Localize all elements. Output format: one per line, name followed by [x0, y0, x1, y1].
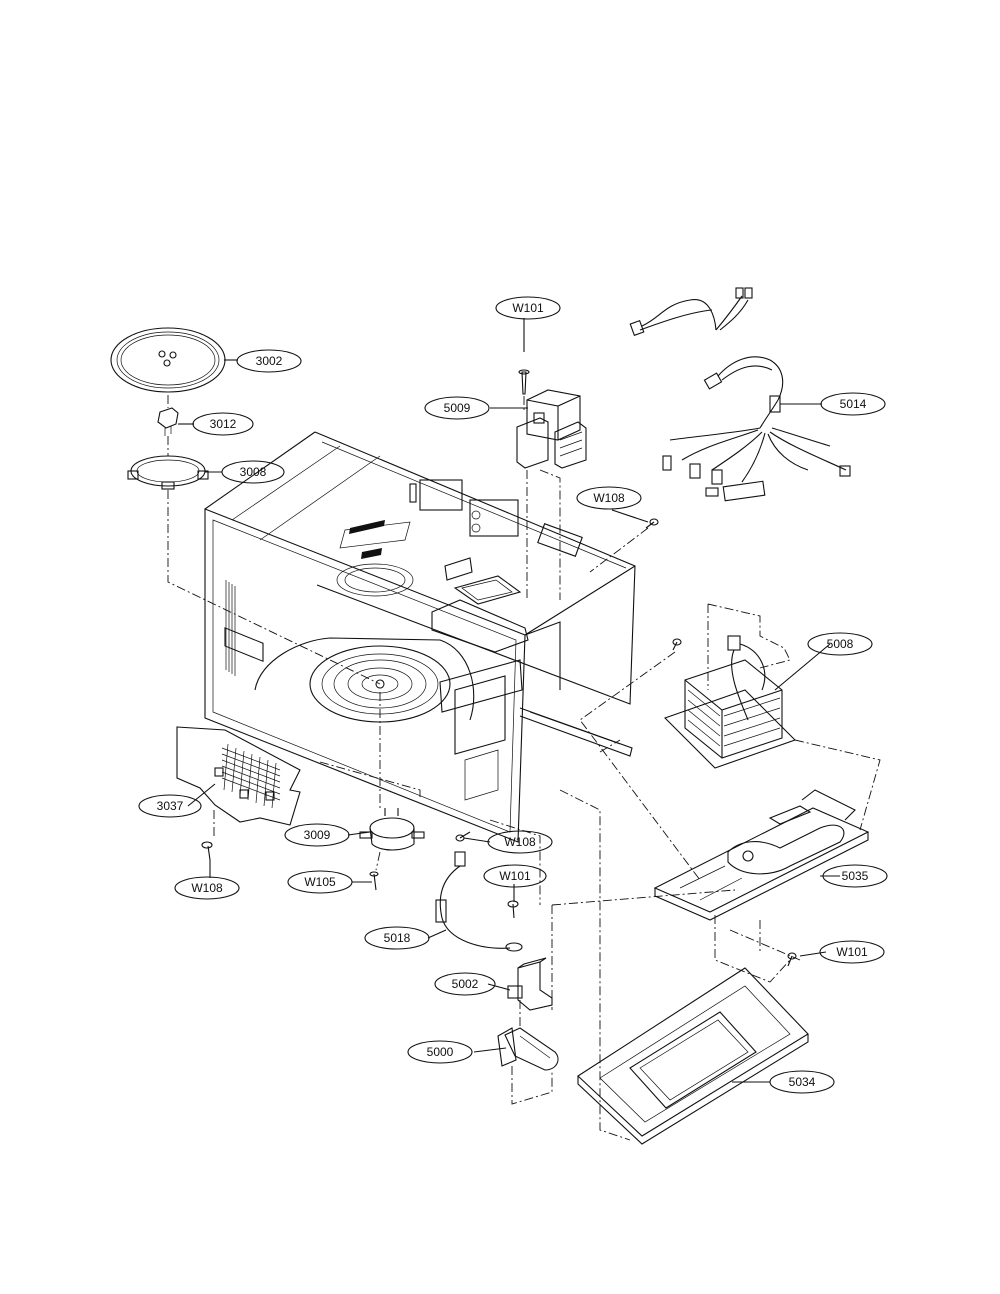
- callout-w101-mid: W101: [483, 864, 547, 888]
- screw-w105: [369, 871, 379, 891]
- callout-5002: 5002: [434, 972, 496, 996]
- callout-3012: 3012: [192, 412, 254, 436]
- cover-plate-part: [176, 726, 301, 826]
- svg-text:3009: 3009: [304, 828, 331, 842]
- svg-text:3008: 3008: [240, 465, 267, 479]
- callout-w101-top: W101: [495, 296, 561, 320]
- callout-w108-mid: W108: [487, 830, 553, 854]
- screw-w108-right-top: [645, 518, 659, 529]
- svg-text:W101: W101: [836, 945, 868, 959]
- screw-w108-mid: [455, 831, 471, 842]
- oven-cavity-part: [204, 431, 636, 843]
- leader-lines: [178, 318, 840, 1083]
- svg-text:W101: W101: [499, 869, 531, 883]
- screw-w101-right: [787, 952, 797, 967]
- svg-text:5014: 5014: [840, 397, 867, 411]
- svg-text:5018: 5018: [384, 931, 411, 945]
- screw-w108-right-mid: [672, 638, 682, 651]
- callout-w108-left: W108: [174, 876, 240, 900]
- svg-text:5000: 5000: [427, 1045, 454, 1059]
- coupler-part: [157, 407, 179, 436]
- svg-text:5034: 5034: [789, 1075, 816, 1089]
- svg-text:5002: 5002: [452, 977, 479, 991]
- svg-text:3037: 3037: [157, 799, 184, 813]
- screw-w101-mid: [507, 900, 519, 919]
- callout-3009: 3009: [284, 823, 350, 847]
- sensor-wire-part: [435, 851, 523, 952]
- callout-5018: 5018: [364, 926, 430, 950]
- bottom-plate-part: [577, 967, 809, 1145]
- callout-3002: 3002: [236, 349, 302, 373]
- wire-harness-part: [629, 287, 851, 502]
- screw-w108-left: [201, 841, 213, 861]
- svg-text:W105: W105: [304, 875, 336, 889]
- svg-text:W108: W108: [593, 491, 625, 505]
- svg-text:3012: 3012: [210, 417, 237, 431]
- svg-text:3002: 3002: [256, 354, 283, 368]
- lamp-bracket-part: [507, 957, 553, 1011]
- roller-ring-part: [127, 455, 209, 490]
- screw-w101-top: [518, 369, 530, 395]
- callout-3008: 3008: [221, 460, 285, 484]
- turntable-motor-part: [359, 808, 425, 851]
- base-plate-part: [653, 789, 870, 921]
- magnetron-part: [516, 389, 587, 469]
- callout-5000: 5000: [407, 1040, 473, 1064]
- callout-5034: 5034: [769, 1070, 835, 1094]
- svg-text:5008: 5008: [827, 637, 854, 651]
- callout-w101-right: W101: [819, 940, 885, 964]
- callout-3037: 3037: [138, 794, 202, 818]
- callout-w108-right: W108: [576, 486, 642, 510]
- glass-tray-part: [110, 327, 226, 393]
- assembly-lines: [167, 395, 881, 1141]
- callout-5009: 5009: [424, 396, 490, 420]
- svg-text:W101: W101: [512, 301, 544, 315]
- svg-text:W108: W108: [504, 835, 536, 849]
- lamp-part: [497, 1027, 559, 1071]
- callout-w105: W105: [287, 870, 353, 894]
- callout-5035: 5035: [822, 864, 888, 888]
- callout-5008: 5008: [807, 632, 873, 656]
- svg-text:W108: W108: [191, 881, 223, 895]
- callout-5014: 5014: [820, 392, 886, 416]
- transformer-part: [663, 635, 797, 769]
- svg-text:5035: 5035: [842, 869, 869, 883]
- svg-text:5009: 5009: [444, 401, 471, 415]
